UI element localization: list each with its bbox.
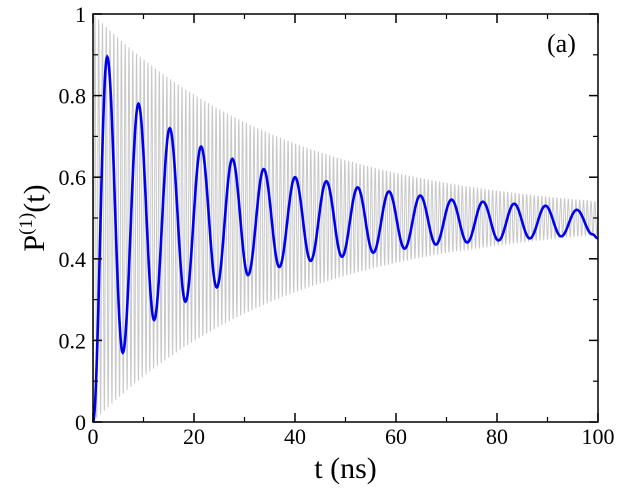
slow-oscillation-line (91, 54, 599, 423)
tick-labels: 0 20 40 60 80 100 0 0.2 0.4 0.6 0.8 1 (59, 2, 615, 449)
x-tick-label: 20 (183, 424, 205, 449)
y-tick-label: 0.8 (59, 84, 87, 109)
x-tick-label: 0 (88, 424, 99, 449)
y-tick-label: 0.6 (59, 165, 87, 190)
x-axis-label: t (ns) (314, 452, 377, 485)
x-tick-label: 80 (486, 424, 508, 449)
y-axis-label-superscript: (1) (16, 213, 37, 235)
slow-oscillation-series (91, 54, 599, 423)
fast-oscillation-series (92, 15, 599, 423)
axis-ticks (92, 13, 599, 423)
y-tick-label: 0.2 (59, 328, 87, 353)
y-axis-label-suffix: (t) (18, 184, 51, 212)
fast-oscillation-line (92, 15, 599, 423)
y-axis-label: P(1)(t) (16, 184, 51, 251)
x-tick-label: 40 (284, 424, 306, 449)
y-axis-label-base: P (18, 235, 51, 252)
x-tick-label: 100 (582, 424, 615, 449)
panel-label: (a) (547, 29, 576, 58)
y-tick-label: 0.4 (59, 247, 87, 272)
x-tick-label: 60 (385, 424, 407, 449)
y-tick-label: 1 (75, 2, 86, 27)
y-tick-label: 0 (75, 410, 86, 435)
